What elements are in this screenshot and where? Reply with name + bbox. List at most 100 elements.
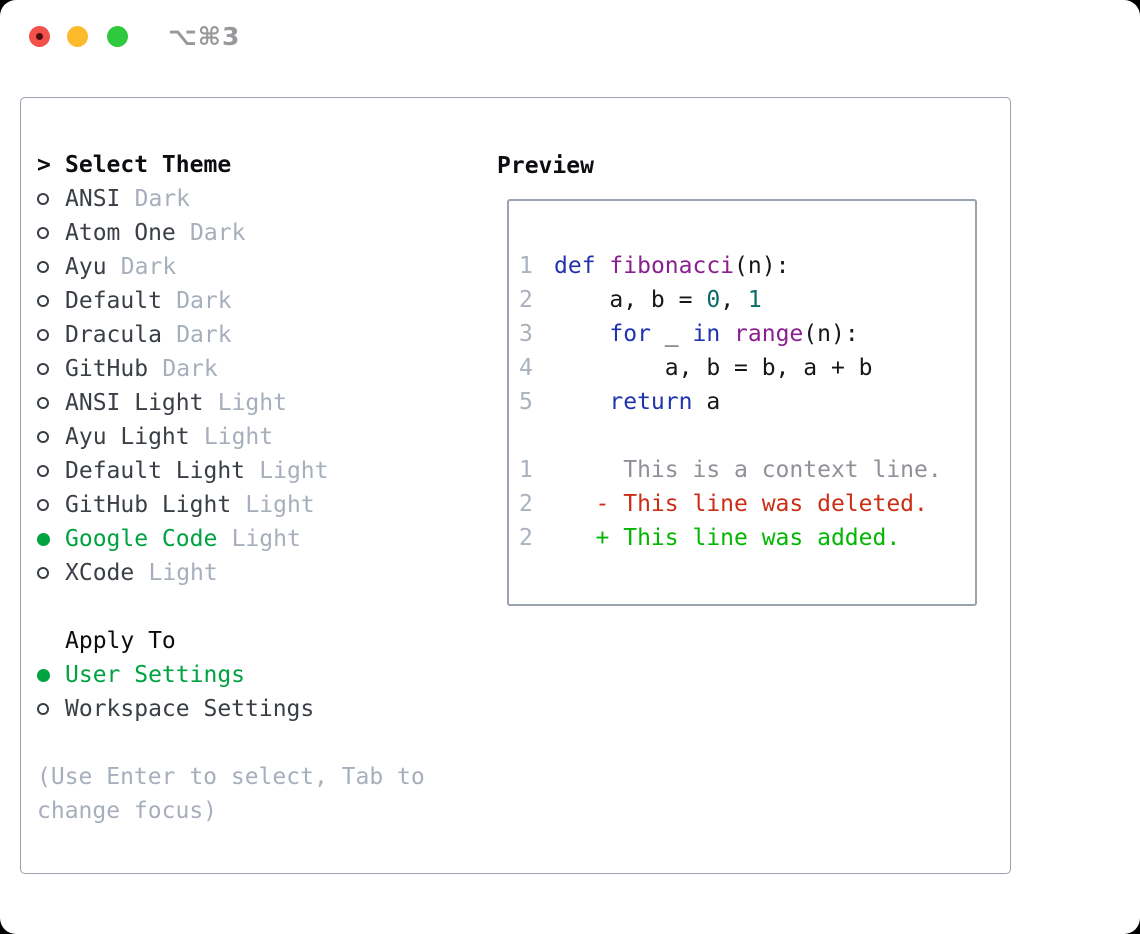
radio-icon [37,703,49,715]
preview-line: 2 - This line was deleted. [519,487,975,521]
theme-item-label: ANSI [65,186,121,212]
theme-item-label: Ayu Light [65,424,190,450]
theme-item[interactable]: Default Dark [37,284,425,318]
line-content: return a [609,389,721,415]
hint-text: (Use Enter to select, Tab to change focus… [37,760,425,828]
apply-to-title: Apply To [65,628,176,654]
theme-variant-label: Light [148,560,218,586]
line-content: a, b = 0, 1 [554,287,762,313]
preview-title: Preview [497,153,594,179]
theme-variant-label: Light [217,390,287,416]
radio-icon [37,193,49,205]
line-content: def fibonacci(n): [554,253,790,279]
preview-line: 3 for _ in range(n): [519,317,975,351]
apply-to-option[interactable]: Workspace Settings [37,692,425,726]
radio-icon [37,363,49,375]
hint-line: (Use Enter to select, Tab to [37,764,425,790]
titlebar: ⌥⌘3 [0,0,1140,97]
theme-item[interactable]: Atom One Dark [37,216,425,250]
theme-item-label: ANSI Light [65,390,204,416]
theme-item-label: XCode [65,560,135,586]
theme-variant-label: Dark [176,288,232,314]
apply-to-option-label: User Settings [65,662,246,688]
theme-item[interactable]: ANSI Light Light [37,386,425,420]
theme-item[interactable]: ANSI Dark [37,182,425,216]
apply-to-option[interactable]: User Settings [37,658,425,692]
theme-variant-label: Dark [134,186,191,212]
theme-variant-label: Dark [176,322,232,348]
theme-variant-label: Light [259,458,329,484]
preview-line: 5 return a [519,385,975,419]
line-number: 4 [519,355,533,381]
preview-line: 4 a, b = b, a + b [519,351,975,385]
radio-icon [37,329,49,341]
theme-item-label: Ayu [65,254,107,280]
theme-item-label: Atom One [65,220,176,246]
preview-line: 2 a, b = 0, 1 [519,283,975,317]
theme-item-label: Default [65,288,162,314]
theme-variant-label: Light [203,424,274,450]
line-number: 5 [519,389,533,415]
theme-item-label: Dracula [65,322,162,348]
theme-item[interactable]: Ayu Light Light [37,420,425,454]
select-theme-title: Select Theme [65,152,232,178]
preview-line: 1 def fibonacci(n): [519,249,975,283]
preview-line [519,419,975,453]
theme-item-label: GitHub [65,356,149,382]
line-content: a, b = b, a + b [554,355,873,381]
line-number: 2 [519,525,533,551]
theme-item-label: Google Code [65,526,218,552]
line-number: 2 [519,491,533,517]
line-content: for _ in range(n): [609,321,859,347]
theme-variant-label: Dark [162,356,218,382]
theme-item[interactable]: XCode Light [37,556,425,590]
line-content: - This line was deleted. [554,491,928,517]
theme-item-label: Default Light [65,458,246,484]
theme-item[interactable]: Default Light Light [37,454,425,488]
close-dot-icon [36,33,43,40]
selection-cursor-icon: > [37,152,51,178]
select-theme-header: > Select Theme [37,148,425,182]
apply-to-option-label: Workspace Settings [65,696,315,722]
line-content: This is a context line. [554,457,942,483]
theme-item[interactable]: GitHub Light Light [37,488,425,522]
theme-item[interactable]: Dracula Dark [37,318,425,352]
line-number: 1 [519,253,533,279]
line-content: + This line was added. [554,525,901,551]
close-button[interactable] [29,26,50,47]
radio-icon [37,295,49,307]
theme-item[interactable]: Ayu Dark [37,250,425,284]
line-number: 3 [519,321,533,347]
theme-variant-label: Dark [190,220,246,246]
theme-item[interactable]: GitHub Dark [37,352,425,386]
radio-icon [37,465,49,477]
theme-variant-label: Light [245,492,315,518]
radio-selected-icon [37,668,50,682]
theme-variant-label: Light [231,526,301,552]
minimize-button[interactable] [67,26,88,47]
radio-icon [37,499,49,511]
radio-selected-icon [37,532,50,546]
apply-to-header: Apply To [37,624,425,658]
radio-icon [37,567,49,579]
hint-line: change focus) [37,798,218,824]
theme-item-label: GitHub Light [65,492,232,518]
window-shortcut-label: ⌥⌘3 [168,22,241,51]
theme-item[interactable]: Google Code Light [37,522,425,556]
preview-line: 2 + This line was added. [519,521,975,555]
radio-icon [37,261,49,273]
maximize-button[interactable] [107,26,128,47]
theme-variant-label: Dark [120,254,177,280]
radio-icon [37,397,49,409]
radio-icon [37,227,49,239]
radio-icon [37,431,49,443]
line-number: 1 [519,457,533,483]
line-number: 2 [519,287,533,313]
